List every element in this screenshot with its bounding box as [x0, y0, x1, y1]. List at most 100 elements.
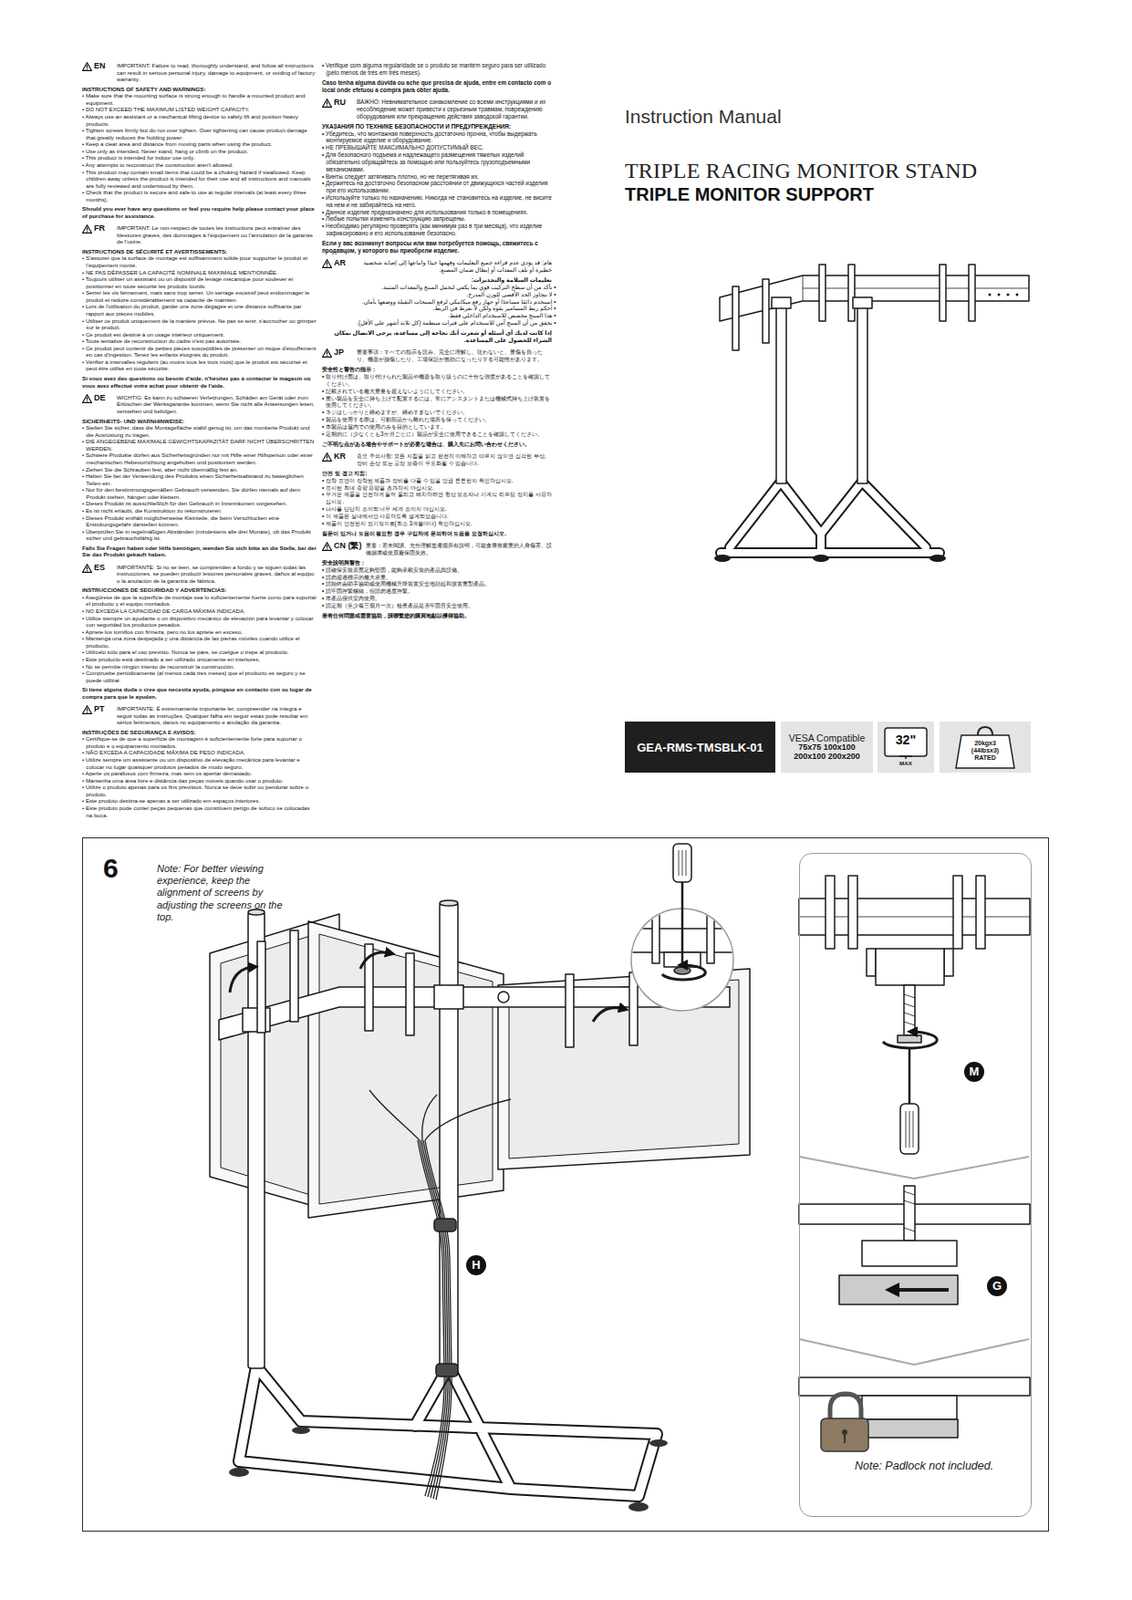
warning-line: 若有任何問題或需要協助，請聯繫您的購買地點以獲得協助。	[321, 612, 552, 620]
important-notice: ВАЖНО: Невнимательное ознакомление со вс…	[356, 98, 552, 120]
warning-line: • Для безопасного подъема и надлежащего …	[321, 151, 552, 173]
warning-bullet: • Überprüfen Sie in regelmäßigen Abständ…	[82, 528, 318, 542]
step-number: 6	[103, 852, 149, 884]
warning-bullet: • Убедитесь, что монтажная поверхность д…	[321, 130, 552, 146]
warning-line: • Utilize sempre um assistente ou um dis…	[82, 756, 318, 770]
warning-line: • S'assurer que la surface de montage es…	[82, 254, 318, 269]
language-tag: DE	[82, 394, 117, 404]
warning-line: • Данное изделие предназначено для испол…	[321, 208, 552, 217]
warning-column: ENIMPORTANT: Failure to read, thoroughly…	[82, 62, 318, 819]
warning-bullet: • No se permite ningún intento de recons…	[82, 663, 318, 671]
warning-line: SICHERHEITS- UND WARNHINWEISE:	[82, 417, 318, 426]
warning-line: INSTRUCCIONES DE SEGURIDAD Y ADVERTENCIA…	[82, 586, 318, 594]
warning-line: • 請勿超過標示的最大承重。	[321, 573, 552, 582]
language-code: ES	[93, 563, 105, 573]
warning-line: • Держитесь на достаточно безопасном рас…	[321, 179, 552, 195]
warning-line: • Dieses Produkt ist ausschließlich für …	[82, 499, 318, 508]
warning-line: • Ce produit peut contenir de petites pi…	[82, 344, 318, 359]
warning-triangle	[321, 452, 333, 462]
warning-line: • Schwere Produkte dürfen aus Sicherheit…	[82, 451, 318, 466]
warning-bullet: • Держитесь на достаточно безопасном рас…	[321, 179, 552, 195]
warning-line: • Utilice siempre un ayudante o un dispo…	[82, 614, 318, 629]
warning-bullet: • Utilícelo sólo para el uso previsto. N…	[82, 648, 318, 656]
warning-line: • Ce produit est destiné à un usage inté…	[82, 331, 318, 339]
warning-bullet: • DIE ANGEGEBENE MAXIMALE GEWICHTSKAPAZI…	[82, 437, 318, 452]
language-tag: RU	[321, 98, 357, 108]
warning-triangle	[321, 259, 333, 269]
warning-line: Caso tenha alguma dúvida ou ache que pre…	[321, 79, 552, 94]
warning-line: • 製品を使用する際は、可動部品から離れた場所を保ってください。	[321, 415, 552, 424]
warning-triangle	[82, 705, 93, 715]
warning-line: INSTRUÇÕES DE SEGURANÇA E AVISOS:	[82, 728, 318, 737]
contact-note: Si tiene alguna duda o cree que necesita…	[82, 685, 318, 700]
warning-bullet: • استخدم دائمًا مساعدًا أو جهاز رفع ميكا…	[321, 298, 552, 306]
warning-bullet: • Este produto destina-se apenas a ser u…	[82, 797, 318, 805]
warning-line: INSTRUCTIONS DE SÉCURITÉ ET AVERTISSEMEN…	[82, 248, 318, 256]
warning-bullet: • Dieses Produkt enthält möglicherweise …	[82, 514, 318, 529]
warning-bullet: • Utiliser ce produit uniquement de la m…	[82, 317, 318, 332]
step-panel: 6Note: For better viewing experience, ke…	[82, 837, 1049, 1532]
detail-box: Note: Padlock not included.	[799, 852, 1032, 1517]
warning-line: 질문이 있거나 도움이 필요한 경우 구입처에 문의하여 도움을 요청하십시오.	[321, 529, 552, 538]
language-header: KR중요 주의사항: 모든 지침을 읽고 완전히 이해하고 따르지 않으면 심각…	[321, 452, 552, 468]
warning-line: • Lors de l'utilisation du produit, gard…	[82, 302, 318, 317]
warning-line: Falls Sie Fragen haben oder Hilfe benöti…	[82, 544, 318, 559]
section-heading: INSTRUCCIONES DE SEGURIDAD Y ADVERTENCIA…	[82, 586, 318, 594]
padlock-note: Note: Padlock not included.	[854, 1459, 1015, 1475]
warning-bullet: • Este producto está destinado a ser uti…	[82, 655, 318, 664]
vesa-sizes: 75x75 100x100 200x100 200x200	[788, 743, 867, 762]
language-tag: KR	[321, 452, 357, 462]
warning-bullet: • НЕ ПРЕВЫШАЙТЕ МАКСИМАЛЬНО ДОПУСТИМЫЙ В…	[321, 144, 552, 152]
warning-bullet: • 取り付け面は、取り付けられた製品や機器を取り扱うのに十分な強度があることを確…	[321, 373, 552, 388]
contact-note: ご不明な点がある場合やサポートが必要な場合は、購入先にお問い合わせください。	[321, 440, 552, 448]
warning-bullet: • Dieses Produkt ist ausschließlich für …	[82, 499, 318, 508]
warning-line: • 표시된 최대 중량 용량을 초과하지 마십시오.	[321, 484, 552, 492]
warning-line: 安全說明與警告：	[321, 559, 552, 567]
callout-letter: G	[986, 1276, 1008, 1297]
important-notice: IMPORTANTE: É extremamente importante le…	[116, 705, 318, 727]
section-heading: INSTRUÇÕES DE SEGURANÇA E AVISOS:	[82, 728, 318, 737]
language-header: FRIMPORTANT: Le non-respect de toutes le…	[82, 224, 318, 246]
warning-line: • Dieses Produkt enthält möglicherweise …	[82, 514, 318, 529]
warning-line: • 장착 표면이 장착된 제품과 장비를 다룰 수 있을 만큼 튼튼한지 확인하…	[321, 477, 552, 485]
manual-heading: Instruction Manual	[624, 105, 782, 128]
warning-line: 안전 및 경고 지침:	[321, 469, 552, 478]
warning-line: • Toute tentative de reconstruction du c…	[82, 337, 318, 345]
warning-line: إذا كانت لديك أي أسئلة أو شعرت أنك بحاجة…	[321, 329, 552, 344]
warning-bullet: • NO EXCEDA LA CAPACIDAD DE CARGA MÁXIMA…	[82, 607, 318, 615]
warning-bullet: • 장착 표면이 장착된 제품과 장비를 다룰 수 있을 만큼 튼튼한지 확인하…	[321, 477, 552, 485]
warning-bullet: • Halten Sie bei der Verwendung des Prod…	[82, 472, 318, 487]
language-code: RU	[333, 98, 346, 108]
important-notice: 重要：若未閱讀、充分理解並遵循所有說明，可能會導致嚴重的人身傷害、設備損壞或使原…	[365, 541, 553, 557]
warning-line: • Stellen Sie sicher, dass die Montagefl…	[82, 424, 318, 438]
warning-bullet: • 重い製品を安全に持ち上げて配置するには、常にアシスタントまたは機械式持ち上げ…	[321, 394, 552, 410]
warning-line: • Este produto pode conter peças pequena…	[82, 804, 318, 819]
warning-bullet: • 製品を使用する際は、可動部品から離れた場所を保ってください。	[321, 415, 552, 424]
warning-bullet: • تحقق من أن المنتج آمن للاستخدام على فت…	[321, 319, 552, 327]
language-tag: ES	[82, 563, 117, 573]
section-heading: INSTRUCTIONS OF SAFETY AND WARNINGS:	[82, 85, 318, 94]
vesa-spec-box: VESA Compatible75x75 100x100 200x100 200…	[780, 721, 873, 773]
warning-bullet: • Verifique com alguma regularidade se o…	[321, 62, 552, 77]
warning-bullet: • أحكم ربط المسامير بقوة ولكن لا تفرط في…	[321, 304, 552, 312]
warning-bullet: • Любые попытки изменить конструкцию зап…	[321, 215, 552, 223]
warning-bullet: • تأكد من أن سطح التركيب قوي بما يكفي لت…	[321, 283, 552, 291]
warning-line: • Utiliser ce produit uniquement de la m…	[82, 317, 318, 332]
warning-bullet: • 이 제품은 실내에서만 사용하도록 설계되었습니다.	[321, 512, 552, 520]
language-header: RU ВАЖНО: Невнимательное ознакомление со …	[321, 98, 552, 120]
warning-triangle	[321, 98, 333, 108]
warning-bullet: • 請定期（至少每三個月一次）檢查產品是否牢固且安全使用。	[321, 602, 552, 610]
warning-line: • Serrer les vis fermement, mais sans tr…	[82, 289, 318, 303]
warning-line: • 무거운 제품을 안전하게 들어 올리고 배치하려면 항상 보조자나 기계식 …	[321, 490, 552, 506]
step-note: Note: For better viewing experience, kee…	[156, 862, 285, 924]
language-code: KR	[333, 452, 346, 462]
warning-bullet: • Aperte os parafusos com firmeza, mas s…	[82, 769, 318, 778]
language-tag: PT	[82, 705, 117, 715]
model-number: GEA-RMS-TMSBLK-01	[636, 740, 764, 755]
warning-line: • 請確保安裝表面足夠堅固，能夠承載安裝的產品與設備。	[321, 566, 552, 574]
language-header: ENIMPORTANT: Failure to read, thoroughly…	[82, 62, 318, 84]
warning-line: • 本製品は屋内での使用のみを目的としています。	[321, 423, 552, 431]
warning-line: • 이 제품은 실내에서만 사용하도록 설계되었습니다.	[321, 512, 552, 520]
warning-bullet: • 請確保安裝表面足夠堅固，能夠承載安裝的產品與設備。	[321, 566, 552, 574]
section-heading: 安全說明與警告：	[321, 559, 552, 567]
